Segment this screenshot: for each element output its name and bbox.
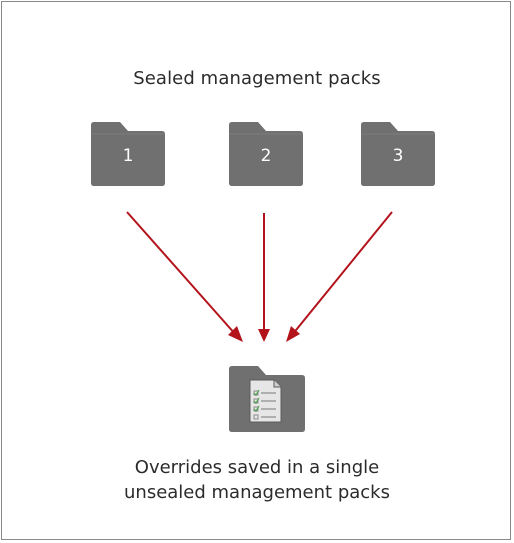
diagram-title: Sealed management packs	[133, 68, 381, 89]
folder-number: 1	[122, 146, 134, 166]
diagram-caption: Overrides saved in a single unsealed man…	[0, 455, 514, 505]
caption-line-1: Overrides saved in a single	[134, 457, 380, 478]
folder-icon	[91, 122, 165, 186]
arrow-3	[291, 211, 393, 336]
sealed-pack-folder-1: 1	[90, 120, 166, 186]
folder-number: 3	[392, 146, 404, 166]
folder-document-icon	[229, 366, 305, 432]
folder-icon	[229, 122, 303, 186]
sealed-pack-folder-2: 2	[228, 120, 304, 186]
folder-icon	[361, 122, 435, 186]
arrowhead-2	[258, 329, 270, 342]
arrow-1	[126, 211, 237, 336]
arrowhead-1	[228, 326, 243, 342]
folder-number: 2	[260, 146, 272, 166]
caption-line-2: unsealed management packs	[124, 482, 390, 503]
unsealed-pack-folder	[228, 364, 306, 432]
arrowhead-3	[286, 326, 300, 342]
sealed-pack-folder-3: 3	[360, 120, 436, 186]
